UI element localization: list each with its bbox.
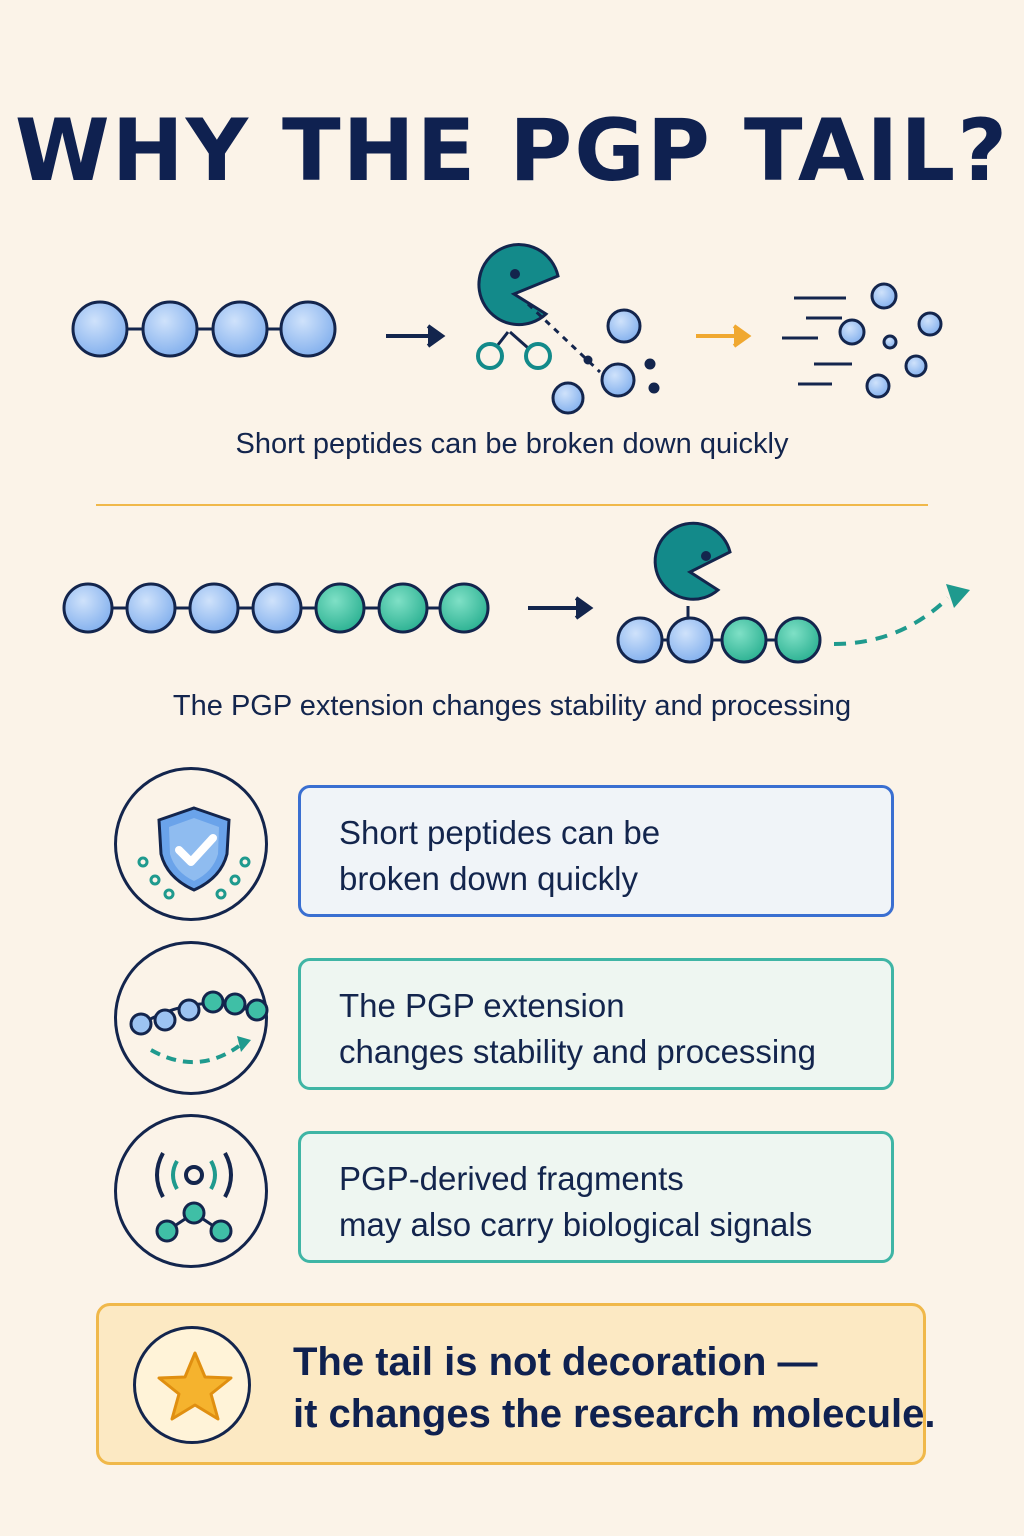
signal-molecule-icon: [114, 1114, 268, 1268]
pgp-peptide-diagram: [62, 521, 970, 664]
scene-pgp-peptide: [0, 520, 1024, 680]
short-peptide-diagram: [71, 243, 943, 415]
star-icon: [133, 1326, 251, 1444]
scene2-caption: The PGP extension changes stability and …: [172, 690, 852, 722]
banner-text: The tail is not decoration — it changes …: [293, 1336, 935, 1440]
scene1-caption: Short peptides can be broken down quickl…: [235, 428, 789, 460]
section-divider: [96, 504, 928, 506]
enzyme-pacman-icon: [476, 243, 602, 374]
dispersed-beads: [838, 282, 943, 399]
amino-bead: [279, 300, 337, 358]
dashed-arrow-icon: [833, 584, 970, 646]
shield-check-icon: [114, 767, 268, 921]
short-peptide-chain: [71, 300, 337, 358]
conclusion-banner: The tail is not decoration — it changes …: [96, 1303, 935, 1465]
banner-line: it changes the research molecule.: [293, 1392, 936, 1436]
released-beads: [551, 308, 660, 415]
pgp-peptide-chain: [62, 582, 490, 634]
scene-short-peptide: [0, 230, 1024, 430]
card-pgp-fragments: PGP-derived fragments may also carry bio…: [298, 1131, 894, 1263]
speed-lines: [782, 296, 852, 386]
card-pgp-extension: The PGP extension changes stability and …: [298, 958, 894, 1090]
enzyme-pacman-icon: [653, 521, 732, 624]
card-line: The PGP extension: [339, 987, 625, 1024]
bound-chain: [616, 616, 822, 664]
card-line: may also carry biological signals: [339, 1206, 813, 1243]
card-short-peptides: Short peptides can be broken down quickl…: [298, 785, 894, 917]
card-line: broken down quickly: [339, 860, 638, 897]
amino-bead: [71, 300, 129, 358]
banner-line: The tail is not decoration —: [293, 1340, 818, 1384]
amino-bead: [211, 300, 269, 358]
peptide-chain-arrow-icon: [114, 941, 269, 1095]
card-line: PGP-derived fragments: [339, 1160, 684, 1197]
arrow-right-icon: [528, 596, 594, 620]
arrow-right-icon: [386, 324, 446, 348]
amino-bead: [141, 300, 199, 358]
card-line: Short peptides can be: [339, 814, 661, 851]
page-title: WHY THE PGP TAIL?: [14, 101, 1010, 201]
arrow-right-icon: [696, 324, 752, 348]
card-line: changes stability and processing: [339, 1033, 816, 1070]
